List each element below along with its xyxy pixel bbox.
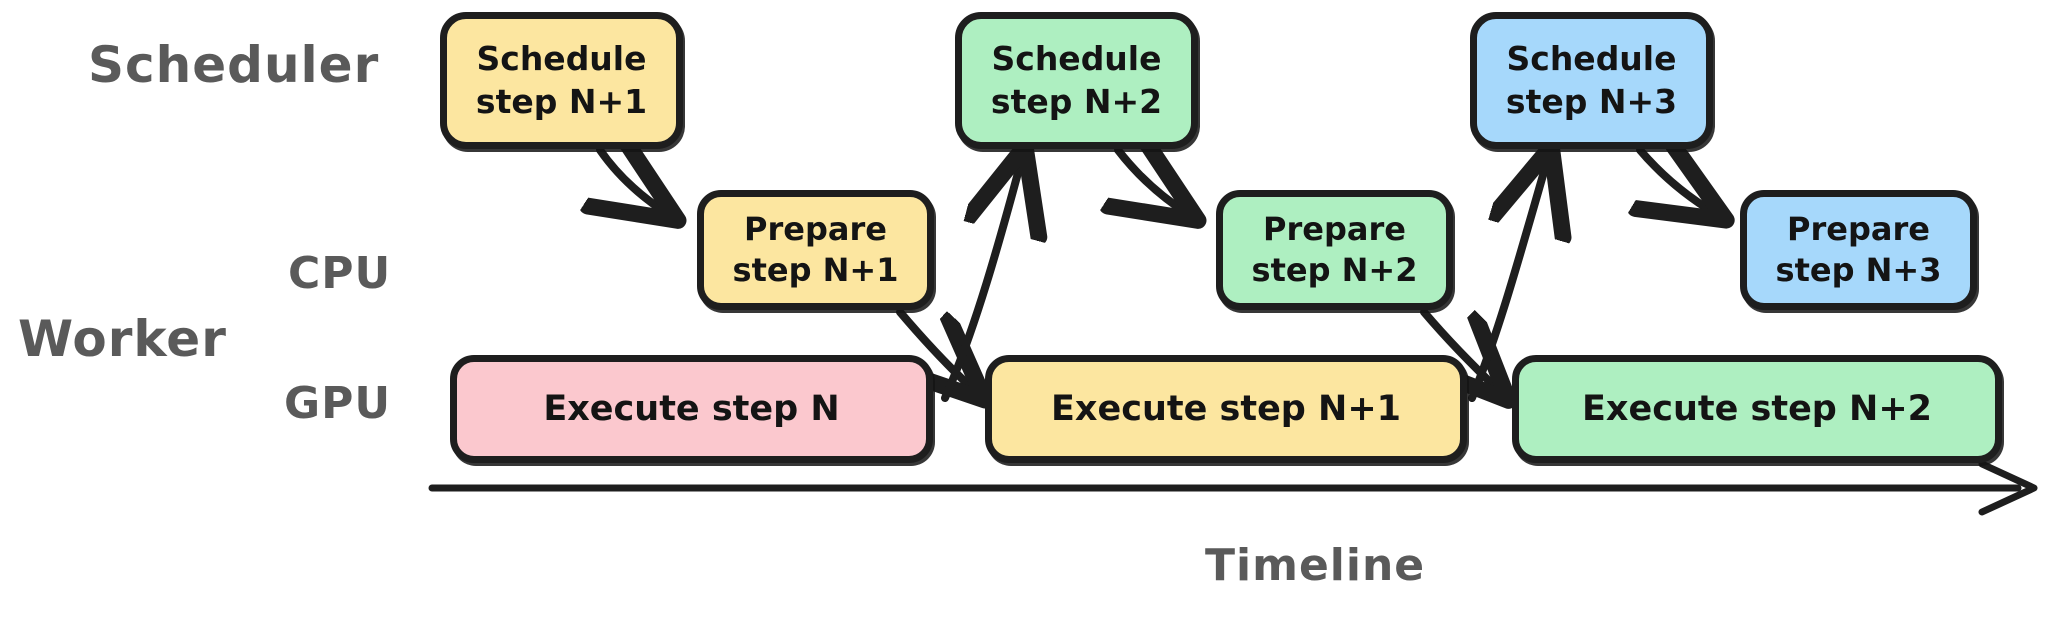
node-prepare-step-n1[interactable]: Prepare step N+1 [697, 190, 934, 310]
node-execute-step-n2[interactable]: Execute step N+2 [1512, 355, 2002, 463]
edge-schedule3-to-prepare3 [1640, 150, 1716, 214]
node-schedule-step-n2[interactable]: Schedule step N+2 [955, 12, 1198, 149]
node-schedule-step-n3[interactable]: Schedule step N+3 [1470, 12, 1713, 149]
node-execute-step-n[interactable]: Execute step N [450, 355, 933, 463]
row-label-cpu: CPU [288, 248, 392, 299]
node-execute-step-n1[interactable]: Execute step N+1 [985, 355, 1467, 463]
row-label-scheduler: Scheduler [88, 36, 380, 94]
timeline-axis-label: Timeline [1205, 540, 1426, 591]
row-label-gpu: GPU [284, 378, 392, 429]
row-label-worker: Worker [18, 310, 227, 368]
node-prepare-step-n3[interactable]: Prepare step N+3 [1740, 190, 1977, 310]
node-prepare-step-n2[interactable]: Prepare step N+2 [1216, 190, 1453, 310]
timeline-axis-arrowhead [1978, 460, 2038, 516]
edge-schedule2-to-prepare2 [1118, 150, 1188, 214]
node-schedule-step-n1[interactable]: Schedule step N+1 [440, 12, 683, 149]
edge-schedule1-to-prepare1 [600, 150, 668, 214]
